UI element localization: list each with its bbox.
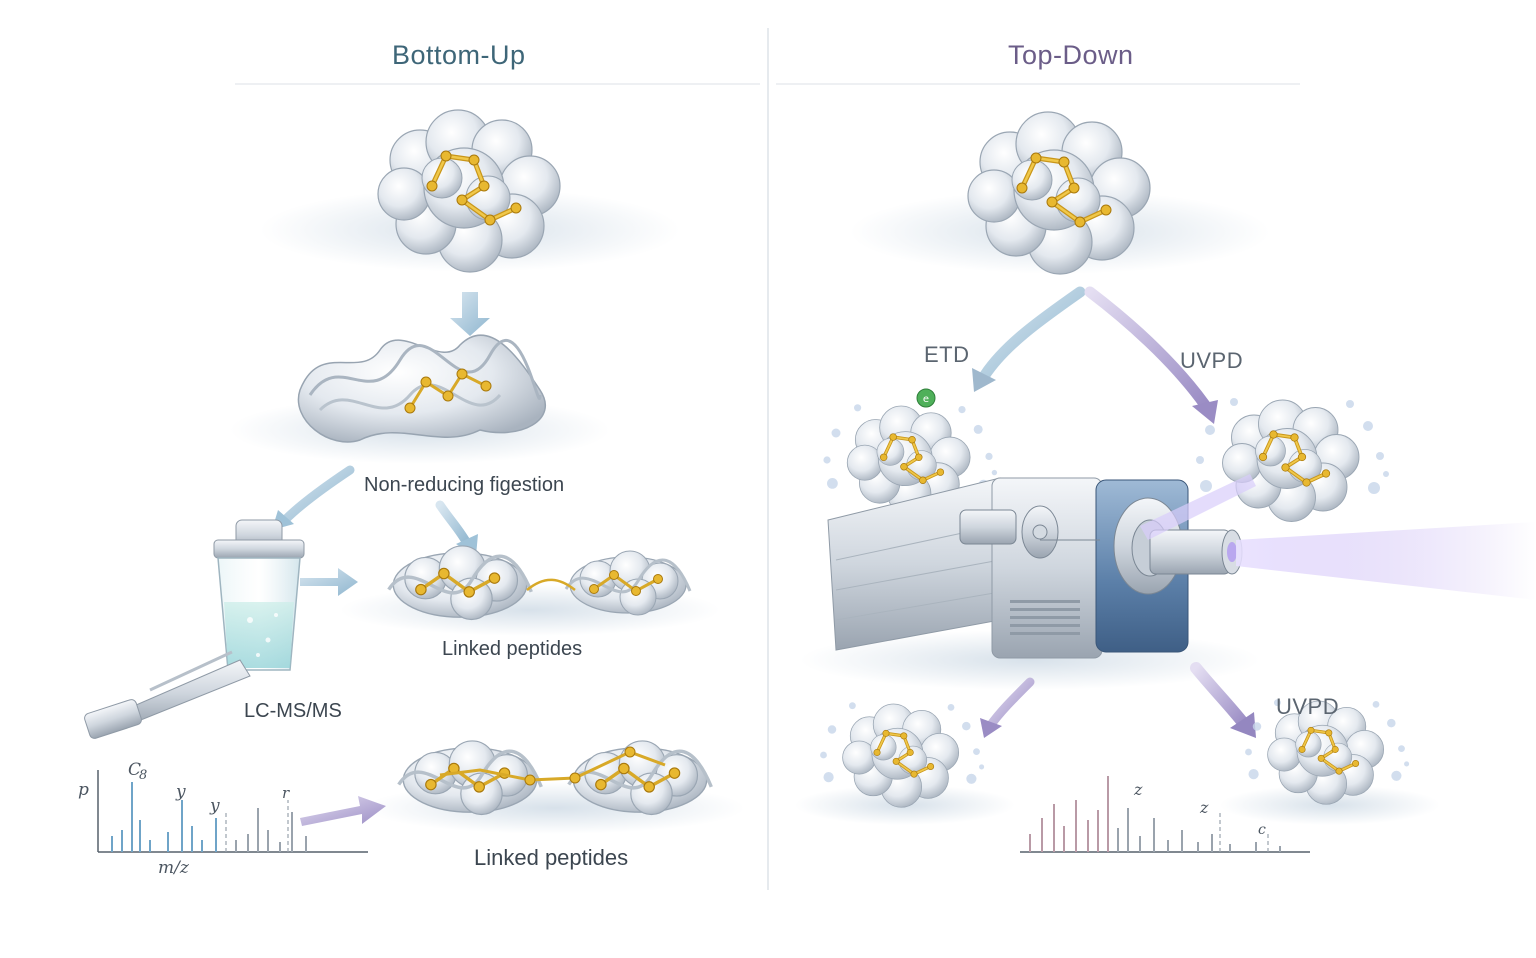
arrow-to-uvpd-products-head <box>1230 712 1256 738</box>
left-unfolded-protein <box>230 334 610 464</box>
lc-vial <box>213 519 305 671</box>
lc-column <box>84 650 251 739</box>
uvpd-label-bottom: UVPD <box>1276 694 1340 719</box>
linked-peptides-2 <box>365 739 745 834</box>
uv-beam-exit <box>1236 522 1536 600</box>
arrow-to-etd-products-head <box>980 718 1002 738</box>
uvpd-product-fragments <box>1220 699 1440 825</box>
lcms-label: LC-MS/MS <box>244 700 342 722</box>
uvpd-arrow-top-head <box>1192 400 1218 424</box>
etd-arrow-head <box>972 368 996 392</box>
top-down-title: Top-Down <box>1008 40 1134 70</box>
arrow-lcms-to-peptides <box>300 568 358 596</box>
peak-label-y-1: y <box>176 782 186 802</box>
uvpd-fragmenting-protein <box>1196 398 1389 522</box>
left-spectrum-ylabel: p <box>78 780 89 800</box>
uvpd-arrow-top <box>1084 286 1211 411</box>
peak-label-y-2: y <box>210 796 220 816</box>
peak-label-c: C <box>128 760 142 780</box>
mass-spectrometer <box>800 477 1260 690</box>
arrow-to-peptides <box>435 500 473 550</box>
peak-label-r: r <box>282 784 290 802</box>
arrow-to-lcms <box>280 465 355 525</box>
peak-label-c-right: c <box>1258 822 1266 838</box>
arrow-to-etd-products <box>985 677 1035 731</box>
right-native-protein <box>850 112 1270 274</box>
peak-label-c-subscript: 8 <box>139 768 148 783</box>
arrow-to-uvpd-products <box>1190 662 1250 730</box>
left-down-arrow <box>450 292 490 336</box>
linked-peptides-label-1: Linked peptides <box>442 638 583 660</box>
linked-peptides-label-2: Linked peptides <box>474 845 629 870</box>
etd-product-fragments <box>795 702 1015 825</box>
electron-icon: e <box>916 388 936 408</box>
peak-label-z-2: z <box>1200 798 1209 817</box>
etd-arrow <box>979 286 1086 381</box>
digestion-label: Non-reducing figestion <box>364 474 565 496</box>
svg-text:e: e <box>923 394 929 405</box>
left-native-protein <box>260 110 680 272</box>
uv-beam-to-protein <box>1140 474 1256 540</box>
left-spectrum <box>97 770 368 853</box>
left-spectrum-xlabel: m/z <box>158 858 189 878</box>
arrow-spectrum-to-peptides <box>300 796 386 826</box>
uvpd-label-top: UVPD <box>1180 348 1244 373</box>
peak-label-z-1: z <box>1134 780 1143 799</box>
right-spectrum <box>1020 776 1310 853</box>
linked-peptides-1 <box>340 544 720 636</box>
etd-label: ETD <box>924 342 970 367</box>
bottom-up-title: Bottom-Up <box>392 40 526 70</box>
